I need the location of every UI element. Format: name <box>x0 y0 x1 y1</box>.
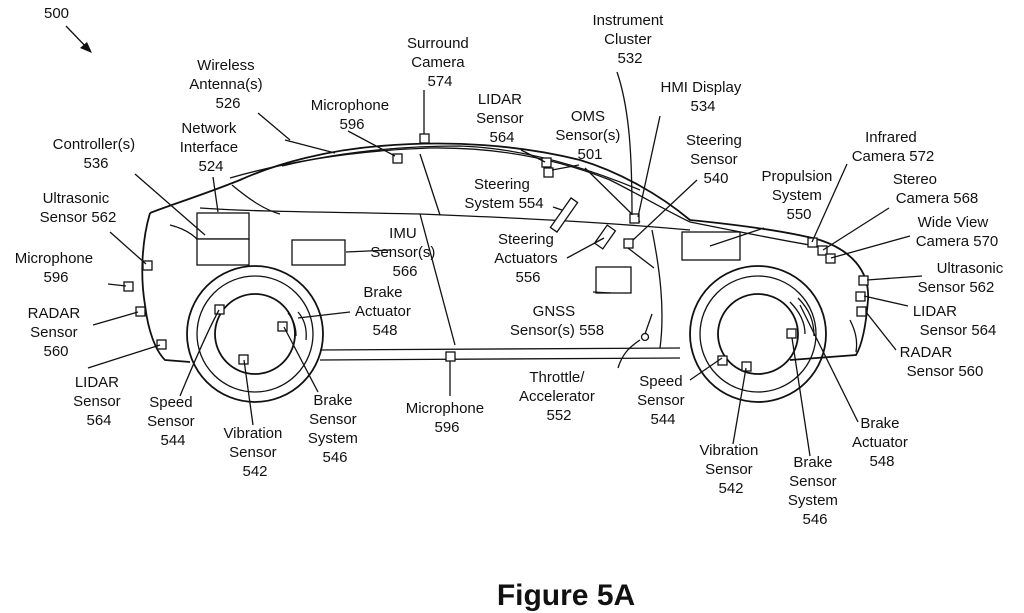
label-steering-actuators: Steering Actuators 556 <box>494 231 562 286</box>
label-steering-system: Steering System 554 <box>464 176 543 212</box>
label-hmi-display: HMI Display 534 <box>660 79 745 115</box>
label-wireless-antenna: Wireless Antenna(s) 526 <box>189 57 267 112</box>
label-lidar-right: LIDAR Sensor 564 <box>913 303 997 339</box>
label-microphone-bottom: Microphone 596 <box>406 400 489 436</box>
label-vibration-left: Vibration Sensor 542 <box>223 425 286 480</box>
gnss-sensor-box <box>596 267 631 293</box>
label-controller: Controller(s) 536 <box>53 136 140 172</box>
label-oms-sensor: OMS Sensor(s) 501 <box>555 108 624 163</box>
label-infrared-camera: Infrared Camera 572 <box>852 129 935 165</box>
label-network-interface: Network Interface 524 <box>180 120 243 175</box>
label-instrument-cluster: Instrument Cluster 532 <box>592 12 667 67</box>
label-ultrasonic-right: Ultrasonic Sensor 562 <box>918 260 1008 296</box>
label-brake-actuator-left: Brake Actuator 548 <box>355 284 415 339</box>
label-microphone-left: Microphone 596 <box>15 250 98 286</box>
label-microphone-top: Microphone 596 <box>311 97 394 133</box>
label-steering-sensor: Steering Sensor 540 <box>686 132 746 187</box>
controller-box <box>197 239 249 265</box>
label-radar-right: RADAR Sensor 560 <box>900 344 984 380</box>
labels: Wireless Antenna(s) 526 Surround Camera … <box>15 12 1008 528</box>
label-throttle: Throttle/ Accelerator 552 <box>519 369 599 424</box>
imu-sensor-box <box>292 240 345 265</box>
figure-ref-arrow <box>66 26 92 53</box>
label-speed-sensor-right: Speed Sensor 544 <box>637 373 689 428</box>
label-ultrasonic-left: Ultrasonic Sensor 562 <box>40 190 117 226</box>
front-wheel <box>690 266 826 402</box>
label-speed-sensor-left: Speed Sensor 544 <box>147 394 199 449</box>
label-lidar-top: LIDAR Sensor 564 <box>476 91 528 146</box>
label-gnss-sensor: GNSS Sensor(s) 558 <box>510 303 604 339</box>
label-radar-left: RADAR Sensor 560 <box>28 305 85 360</box>
label-brake-sensor-left: Brake Sensor System 546 <box>308 392 362 466</box>
label-brake-actuator-right: Brake Actuator 548 <box>852 415 912 470</box>
label-propulsion-system: Propulsion System 550 <box>761 168 836 223</box>
figure-ref: 500 <box>44 5 69 22</box>
figure-caption: Figure 5A <box>497 579 635 612</box>
label-wide-view-camera: Wide View Camera 570 <box>916 214 999 250</box>
label-brake-sensor-right: Brake Sensor System 546 <box>788 454 842 528</box>
label-lidar-left: LIDAR Sensor 564 <box>73 374 125 429</box>
label-surround-camera: Surround Camera 574 <box>407 35 473 90</box>
label-imu-sensor: IMU Sensor(s) 566 <box>370 225 439 280</box>
label-vibration-right: Vibration Sensor 542 <box>699 442 762 497</box>
label-stereo-camera: Stereo Camera 568 <box>893 171 978 207</box>
